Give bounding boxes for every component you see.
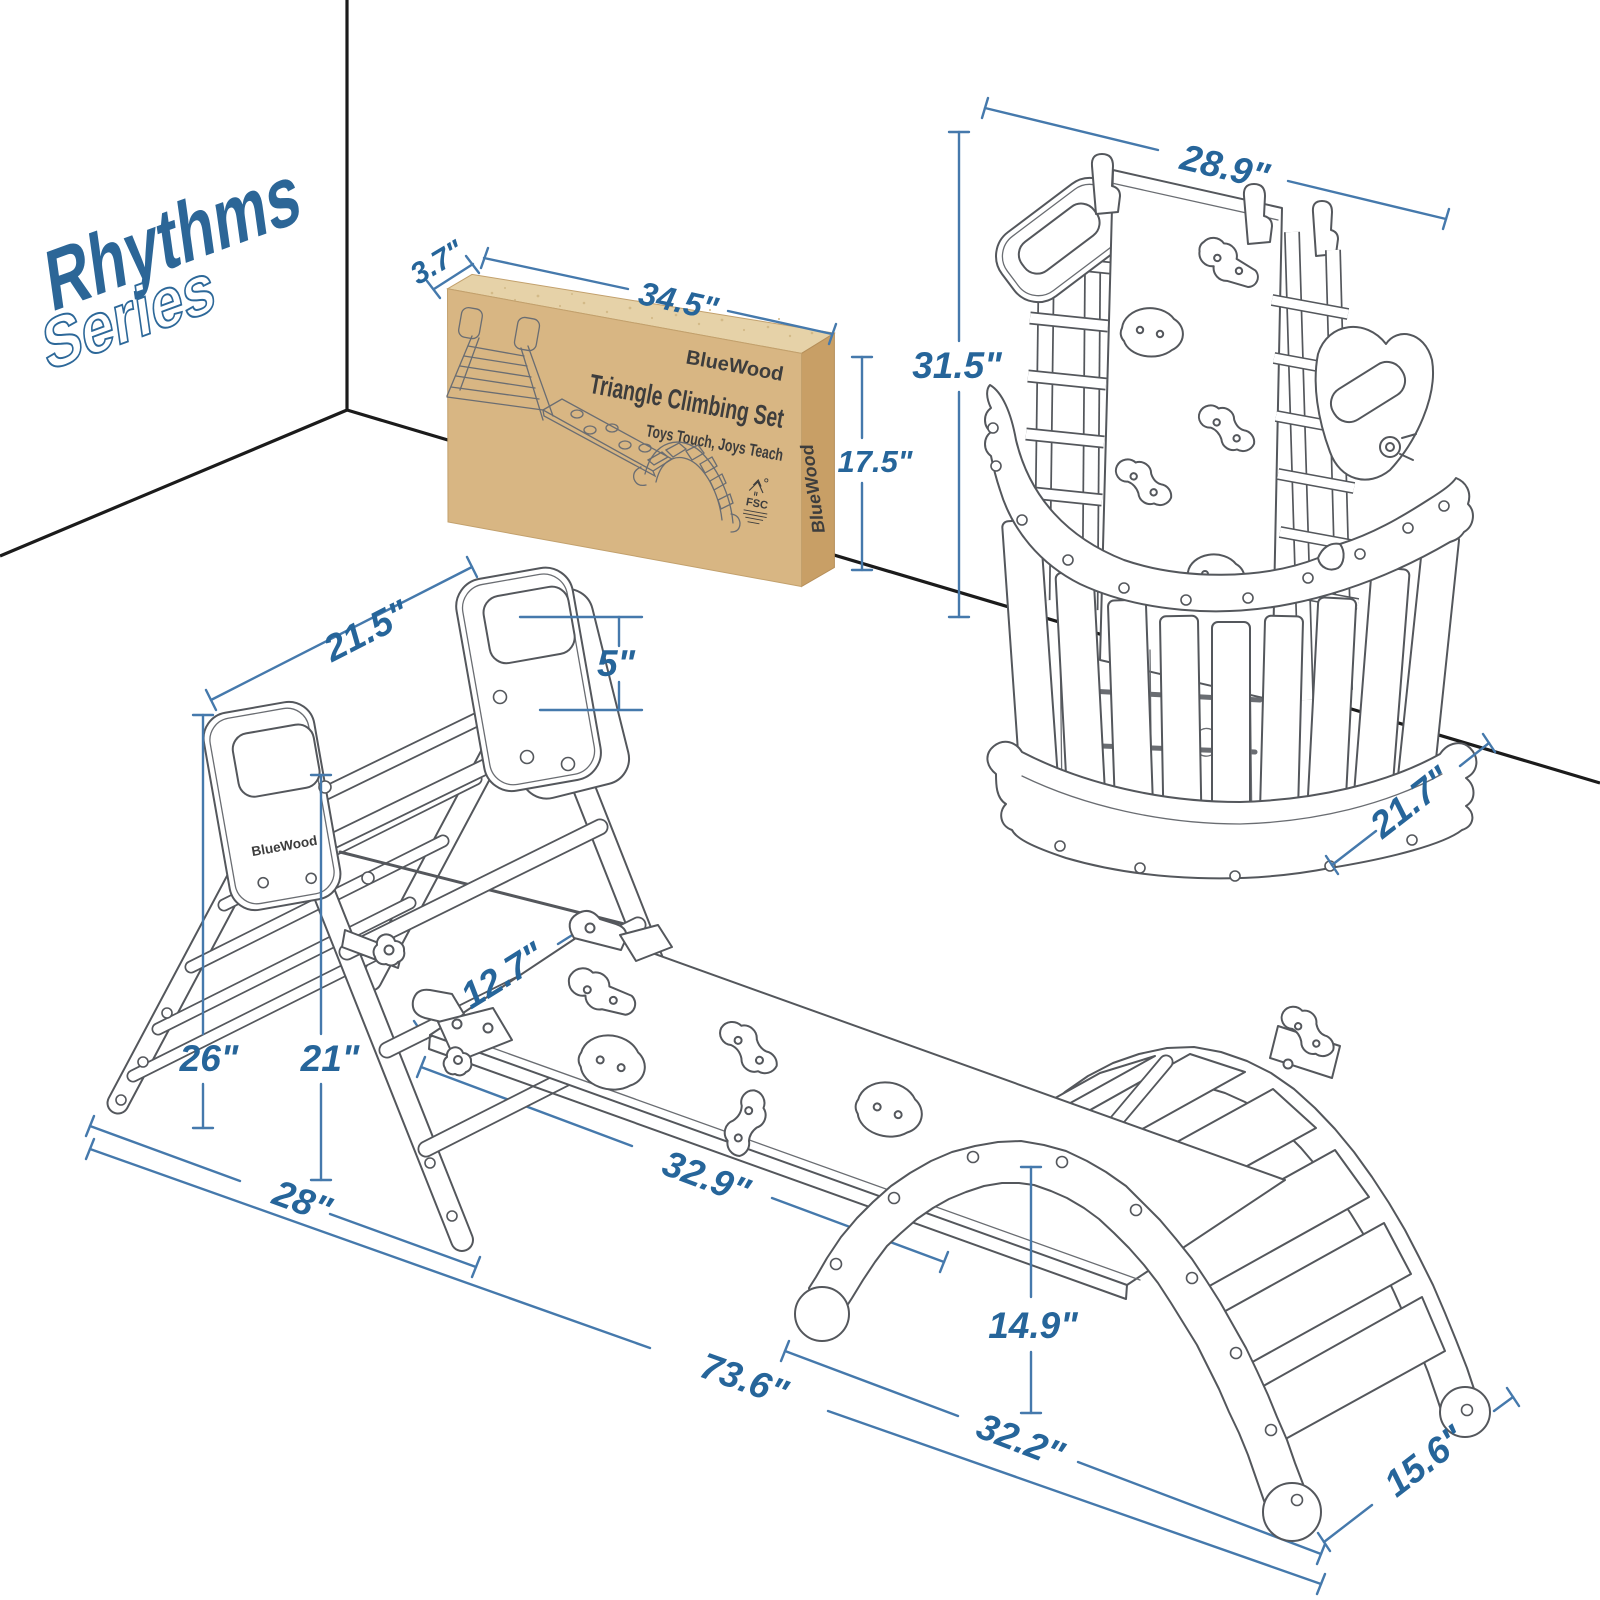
svg-text:FSC: FSC (745, 496, 769, 512)
svg-text:5": 5" (597, 643, 636, 684)
svg-text:21": 21" (300, 1038, 360, 1079)
svg-text:31.5": 31.5" (912, 345, 1002, 386)
svg-text:14.9": 14.9" (988, 1305, 1078, 1346)
svg-text:17.5": 17.5" (837, 444, 913, 479)
svg-text:26": 26" (179, 1038, 239, 1079)
